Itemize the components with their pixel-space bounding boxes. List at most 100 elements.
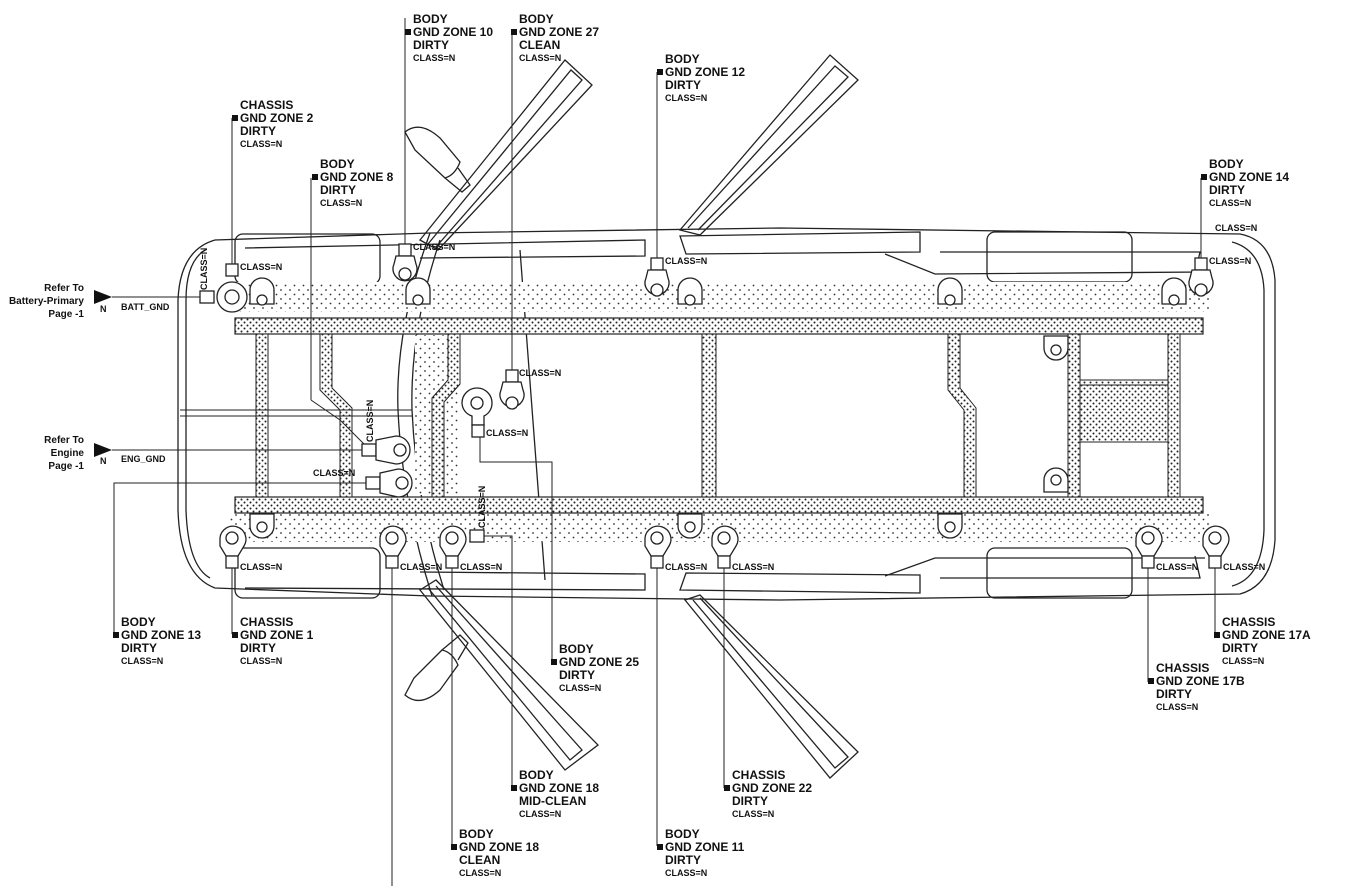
callout-zone-18-clean-zone: GND ZONE 18 — [459, 840, 539, 854]
callout-zone-27-type: BODY — [519, 12, 554, 26]
callout-zone-18-clean-type: BODY — [459, 827, 494, 841]
class-tag: CLASS=N — [1209, 256, 1251, 266]
ring-terminals — [199, 243, 1230, 569]
battery-ref-line-1: Refer To — [44, 283, 84, 294]
class-tag: CLASS=N — [313, 468, 355, 478]
engine-ref-line-3: Page -1 — [48, 461, 84, 472]
callout-marker-icon — [657, 844, 663, 850]
callout-zone-17b-grade: DIRTY — [1156, 687, 1192, 701]
class-tag: CLASS=N — [199, 248, 209, 290]
battery-ref-line-2: Battery-Primary — [9, 296, 84, 307]
callout-zone-1-class: CLASS=N — [240, 656, 282, 666]
callout-zone-17b-class: CLASS=N — [1156, 702, 1198, 712]
callout-zone-17b-type: CHASSIS — [1156, 661, 1209, 675]
callout-marker-icon — [1148, 678, 1154, 684]
engine-ref-wire: ENG_GND — [121, 454, 166, 464]
engine-ref-line-1: Refer To — [44, 435, 84, 446]
callout-zone-17a-type: CHASSIS — [1222, 615, 1275, 629]
engine-ref-arrow-icon — [94, 443, 112, 457]
ground-wires — [112, 18, 1216, 886]
frame-rails — [230, 282, 1210, 542]
callout-zone-25-type: BODY — [559, 642, 594, 656]
callout-zone-27-grade: CLEAN — [519, 38, 560, 52]
callout-zone-11-grade: DIRTY — [665, 853, 701, 867]
callout-zone-25-class: CLASS=N — [559, 683, 601, 693]
callout-zone-14-grade: DIRTY — [1209, 183, 1245, 197]
callout-zone-17a-zone: GND ZONE 17A — [1222, 628, 1311, 642]
callout-marker-icon — [312, 174, 318, 180]
callout-zone-10-type: BODY — [413, 12, 448, 26]
battery-ref-arrow-icon — [94, 290, 112, 304]
callout-zone-8-zone: GND ZONE 8 — [320, 170, 394, 184]
callout-marker-icon — [451, 844, 457, 850]
callout-marker-icon — [551, 659, 557, 665]
class-tag: CLASS=N — [400, 562, 442, 572]
engine-ref-pin: N — [100, 456, 107, 466]
engine-ref-line-2: Engine — [51, 448, 85, 459]
callout-zone-11-type: BODY — [665, 827, 700, 841]
callout-zone-10-class: CLASS=N — [413, 53, 455, 63]
class-tags: CLASS=N CLASS=N CLASS=N CLASS=N CLASS=N … — [199, 223, 1265, 572]
class-tag: CLASS=N — [1223, 562, 1265, 572]
callout-zone-14-class: CLASS=N — [1209, 198, 1251, 208]
callout-marker-icon — [232, 115, 238, 121]
callout-zone-22-zone: GND ZONE 22 — [732, 781, 812, 795]
callout-zone-10-grade: DIRTY — [413, 38, 449, 52]
class-tag: CLASS=N — [486, 428, 528, 438]
callout-zone-18-mid-zone: GND ZONE 18 — [519, 781, 599, 795]
callout-marker-icon — [511, 785, 517, 791]
open-doors — [404, 54, 859, 779]
callout-zone-17a-grade: DIRTY — [1222, 641, 1258, 655]
callout-zone-8-type: BODY — [320, 157, 355, 171]
battery-reference[interactable]: Refer To Battery-Primary Page -1 N BATT_… — [9, 283, 170, 320]
callout-zone-11-class: CLASS=N — [665, 868, 707, 878]
callout-zone-17b-zone: GND ZONE 17B — [1156, 674, 1245, 688]
callout-zone-1-type: CHASSIS — [240, 615, 293, 629]
callout-zone-13-type: BODY — [121, 615, 156, 629]
callout-zone-27-zone: GND ZONE 27 — [519, 25, 599, 39]
callout-marker-icon — [1201, 174, 1207, 180]
class-tag: CLASS=N — [665, 562, 707, 572]
callout-zone-18-mid-class: CLASS=N — [519, 809, 561, 819]
class-tag: CLASS=N — [732, 562, 774, 572]
callout-zone-13-class: CLASS=N — [121, 656, 163, 666]
class-tag: CLASS=N — [1156, 562, 1198, 572]
callout-zone-12-class: CLASS=N — [665, 93, 707, 103]
callout-zone-1-zone: GND ZONE 1 — [240, 628, 314, 642]
class-tag: CLASS=N — [240, 262, 282, 272]
callout-zone-2-grade: DIRTY — [240, 124, 276, 138]
class-tag: CLASS=N — [460, 562, 502, 572]
callout-zone-25-zone: GND ZONE 25 — [559, 655, 639, 669]
callout-zone-8-grade: DIRTY — [320, 183, 356, 197]
class-tag: CLASS=N — [240, 562, 282, 572]
engine-reference[interactable]: Refer To Engine Page -1 N ENG_GND — [44, 435, 166, 472]
callout-zone-13-grade: DIRTY — [121, 641, 157, 655]
callout-zone-18-mid-type: BODY — [519, 768, 554, 782]
callout-marker-icon — [405, 29, 411, 35]
callout-marker-icon — [1214, 632, 1220, 638]
callout-zone-17a-class: CLASS=N — [1222, 656, 1264, 666]
callout-marker-icon — [657, 69, 663, 75]
callout-zone-14-type: BODY — [1209, 157, 1244, 171]
callout-marker-icon — [232, 632, 238, 638]
frame-stud-eyes — [249, 277, 1187, 539]
battery-ref-wire: BATT_GND — [121, 302, 170, 312]
callout-zone-18-clean-class: CLASS=N — [459, 868, 501, 878]
